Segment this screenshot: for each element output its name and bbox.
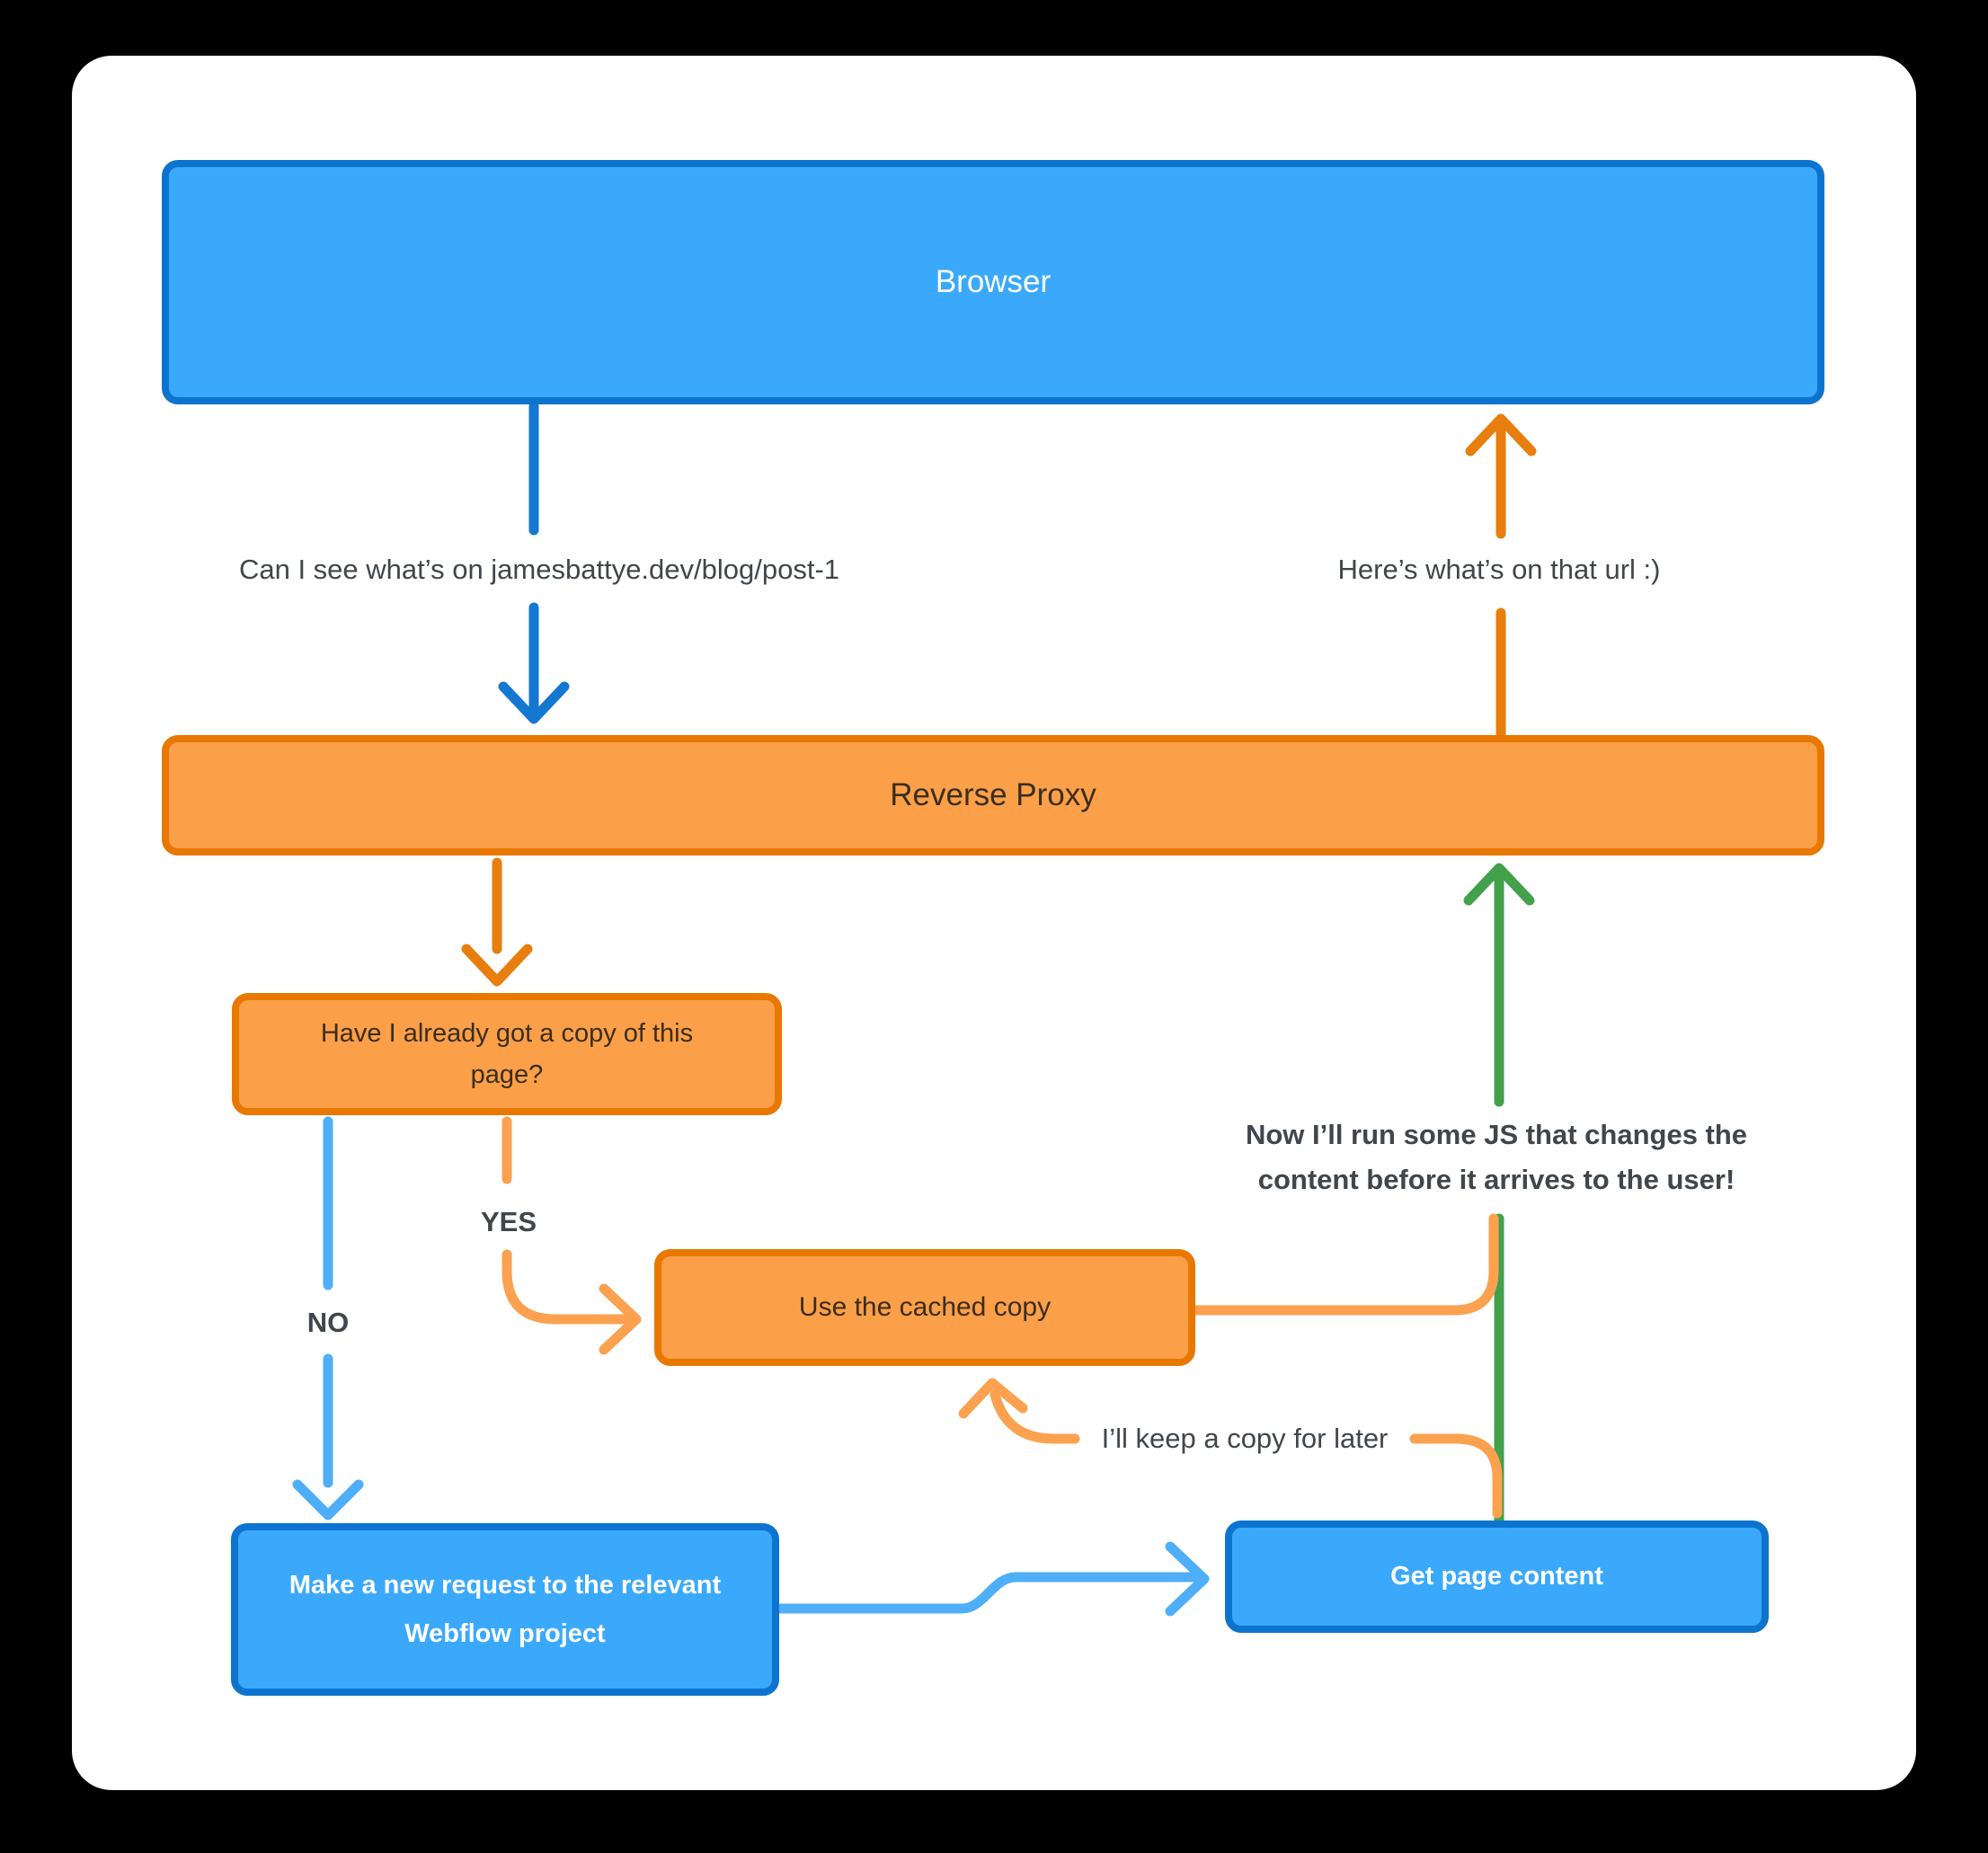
js-note: Now I’ll run some JS that changes the co… (1246, 1113, 1747, 1202)
get-content-node-label: Get page content (1390, 1562, 1603, 1591)
get-content-node: Get page content (1225, 1521, 1769, 1633)
yes-label: YES (480, 1206, 537, 1237)
request-annotation: Can I see what’s on jamesbattye.dev/blog… (238, 554, 840, 585)
new-request-node-label: Make a new request to the relevant Webfl… (288, 1571, 722, 1648)
have-copy-node-label: Have I already got a copy of this page? (320, 1019, 694, 1089)
js-note-line2: content before it arrives to the user! (1257, 1164, 1735, 1195)
browser-node: Browser (162, 160, 1824, 404)
js-note-line1: Now I’ll run some JS that changes the (1245, 1119, 1748, 1150)
use-cached-node-label: Use the cached copy (798, 1292, 1052, 1322)
response-annotation: Here’s what’s on that url :) (1337, 554, 1661, 585)
have-copy-node: Have I already got a copy of this page? (232, 993, 782, 1115)
reverse-proxy-node: Reverse Proxy (162, 735, 1824, 856)
no-label: NO (306, 1307, 350, 1338)
use-cached-node: Use the cached copy (654, 1249, 1195, 1366)
reverse-proxy-node-label: Reverse Proxy (890, 777, 1096, 812)
browser-node-label: Browser (935, 264, 1052, 299)
new-request-node: Make a new request to the relevant Webfl… (231, 1523, 779, 1696)
keep-copy-annotation: I’ll keep a copy for later (1101, 1423, 1389, 1454)
